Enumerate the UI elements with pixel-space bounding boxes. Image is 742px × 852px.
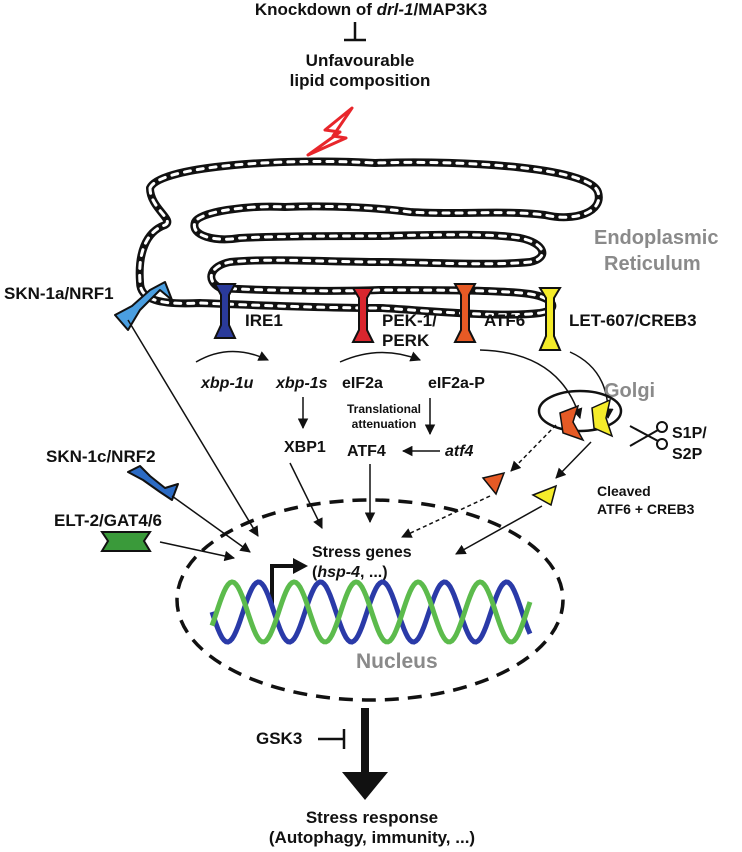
cleaved-label-line2: ATF6 + CREB3 [597,501,695,517]
atf4-protein-label: ATF4 [347,443,386,460]
skn1c-sensor-icon [127,465,179,501]
pek1-label-line2: PERK [382,331,430,350]
eif2ap-label: eIF2a-P [428,375,485,392]
xbp1-to-nucleus-arrow [289,462,323,529]
main-output-arrowhead-icon [342,772,388,800]
golgi-to-cleaved-creb3-arrow [555,441,592,479]
eif2a-label: eIF2a [342,375,383,392]
phosphorylation-arrow [339,351,421,363]
dna-strand-green [209,579,533,645]
atf4-mrna-label: atf4 [445,443,474,460]
let607-sensor-icon [538,287,562,351]
golgi-label: Golgi [604,380,655,402]
condition-line1: Unfavourable [306,51,415,70]
elt2-to-nucleus-arrow [159,541,236,562]
atf6-label: ATF6 [484,311,525,330]
skn1a-label: SKN-1a/NRF1 [4,284,114,303]
atf6-to-golgi-arrow [479,349,583,420]
knockdown-label: Knockdown of drl-1/MAP3K3 [255,0,487,19]
stress-response-examples: (Autophagy, immunity, ...) [269,828,475,847]
transcription-start-arrow [270,564,295,608]
ire1-splice-arrow [195,350,269,363]
cleaved-creb3-to-nucleus-arrow [455,505,543,555]
lightning-bolt-icon [306,106,354,157]
skn1a-sensor-icon [114,281,173,331]
skn1c-label: SKN-1c/NRF2 [46,447,156,466]
ire1-label: IRE1 [245,311,283,330]
condition-line2: lipid composition [290,71,431,90]
main-output-arrow-shaft [361,708,369,776]
skn1c-to-nucleus-arrow [171,495,251,553]
stress-genes-label: Stress genes [312,544,412,561]
xbp1u-label: xbp-1u [200,375,254,392]
ire1-sensor-icon [213,283,237,339]
nucleus-label: Nucleus [356,650,438,673]
gsk3-label: GSK3 [256,729,302,748]
pek1-sensor-icon [351,287,375,343]
hsp4-label: (hsp-4, ...) [312,564,388,581]
skn1a-to-nucleus-arrow [127,319,259,537]
golgi-compartment [537,389,623,433]
nucleus-envelope [175,498,565,702]
inhibition-bar-top [344,22,366,42]
s1p-label: S1P/ [672,425,707,442]
transcription-arrowhead-icon [293,558,308,574]
stress-response-label: Stress response [306,808,438,827]
endoplasmic-reticulum [135,157,603,319]
golgi-atf6-icon [559,404,585,442]
cleaved-label-line1: Cleaved [597,483,651,499]
xbp1-label: XBP1 [284,439,326,456]
s2p-label: S2P [672,446,703,463]
pek1-label-line1: PEK-1/ [382,311,437,330]
cleaved-atf6-to-nucleus-arrow [401,495,491,538]
golgi-let607-icon [591,398,614,438]
gsk3-inhibition-bar [318,729,346,749]
er-label-line1: Endoplasmic [594,227,718,249]
atf6-sensor-icon [453,283,477,343]
golgi-to-cleaved-atf6-arrow [510,424,557,472]
translational-label: Translational [347,402,421,416]
elt2-label: ELT-2/GAT4/6 [54,511,162,530]
scissors-icon [629,421,668,450]
er-label-line2: Reticulum [604,253,701,275]
let607-label: LET-607/CREB3 [569,311,697,330]
xbp1s-label: xbp-1s [275,375,328,392]
cleaved-creb3-icon [531,484,558,507]
dna-strand-blue [209,579,533,645]
elt2-sensor-icon [100,531,152,552]
attenuation-label: attenuation [352,417,417,431]
cleaved-atf6-icon [481,471,506,496]
